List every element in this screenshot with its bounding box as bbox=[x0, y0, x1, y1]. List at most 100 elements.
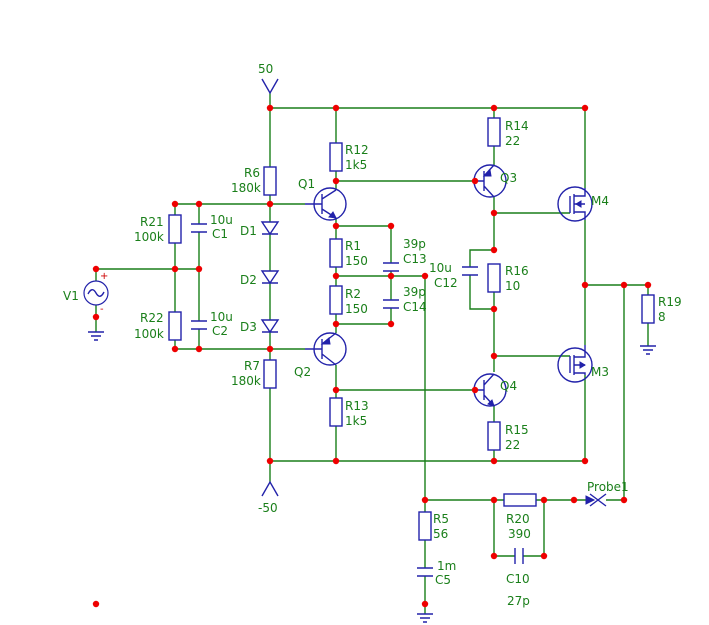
c1-ref-label: C1 bbox=[212, 227, 228, 241]
q2-label: Q2 bbox=[294, 365, 311, 379]
probe-marker[interactable] bbox=[585, 493, 607, 507]
junction-dot bbox=[171, 200, 179, 208]
m4-label: M4 bbox=[591, 194, 609, 208]
junction-dot bbox=[171, 265, 179, 273]
v1-label: V1 bbox=[63, 289, 79, 303]
c5-value-label: 1m bbox=[437, 559, 456, 573]
v1-plus-label: + bbox=[100, 271, 108, 282]
diode-d3 bbox=[260, 319, 280, 334]
r21-ref-label: R21 bbox=[140, 215, 164, 229]
junction-dot bbox=[332, 177, 340, 185]
junction-dot bbox=[195, 265, 203, 273]
junction-dot bbox=[490, 457, 498, 465]
c13-value-label: 39p bbox=[403, 237, 426, 251]
junction-dot bbox=[92, 600, 100, 608]
probe1-label: Probe1 bbox=[587, 480, 629, 494]
capacitor-c13 bbox=[383, 262, 399, 272]
resistor-r5 bbox=[418, 511, 432, 541]
resistor-r6 bbox=[263, 166, 277, 196]
r21-value-label: 100k bbox=[134, 230, 164, 244]
r20-value-label: 390 bbox=[508, 527, 531, 541]
junction-dot bbox=[332, 386, 340, 394]
resistor-r22 bbox=[168, 311, 182, 341]
c10-ref-label: C10 bbox=[506, 572, 530, 586]
junction-dot bbox=[421, 272, 429, 280]
capacitor-c1 bbox=[191, 223, 207, 233]
junction-dot bbox=[540, 496, 548, 504]
d3-label: D3 bbox=[240, 320, 257, 334]
junction-dot bbox=[581, 457, 589, 465]
r22-ref-label: R22 bbox=[140, 311, 164, 325]
junction-dot bbox=[266, 104, 274, 112]
r1-ref-label: R1 bbox=[345, 239, 361, 253]
junction-dot bbox=[570, 496, 578, 504]
r15-value-label: 22 bbox=[505, 438, 520, 452]
junction-dot bbox=[171, 345, 179, 353]
r2-ref-label: R2 bbox=[345, 287, 361, 301]
junction-dot bbox=[490, 552, 498, 560]
resistor-r1 bbox=[329, 238, 343, 268]
junction-dot bbox=[266, 200, 274, 208]
negative-rail-label: -50 bbox=[258, 501, 278, 515]
resistor-r16 bbox=[487, 263, 501, 293]
junction-dot bbox=[332, 320, 340, 328]
transistor-q2 bbox=[305, 332, 347, 366]
diode-d1 bbox=[260, 221, 280, 236]
junction-dot bbox=[332, 104, 340, 112]
capacitor-c10 bbox=[514, 548, 524, 564]
r7-value-label: 180k bbox=[231, 374, 261, 388]
junction-dots bbox=[92, 104, 652, 608]
r1-value-label: 150 bbox=[345, 254, 368, 268]
junction-dot bbox=[387, 222, 395, 230]
c12-value-label: 10u bbox=[429, 261, 452, 275]
junction-dot bbox=[471, 177, 479, 185]
junction-dot bbox=[490, 496, 498, 504]
mosfet-m4 bbox=[557, 186, 593, 222]
wires bbox=[95, 93, 649, 614]
junction-dot bbox=[266, 457, 274, 465]
resistor-r2 bbox=[329, 285, 343, 315]
positive-rail-label: 50 bbox=[258, 62, 273, 76]
c12-ref-label: C12 bbox=[434, 276, 458, 290]
resistor-r21 bbox=[168, 214, 182, 244]
junction-dot bbox=[421, 600, 429, 608]
r5-ref-label: R5 bbox=[433, 512, 449, 526]
r20-ref-label: R20 bbox=[506, 512, 530, 526]
junction-dot bbox=[490, 305, 498, 313]
r13-ref-label: R13 bbox=[345, 399, 369, 413]
r13-value-label: 1k5 bbox=[345, 414, 367, 428]
junction-dot bbox=[471, 386, 479, 394]
r16-value-label: 10 bbox=[505, 279, 520, 293]
mosfet-m3 bbox=[557, 345, 593, 383]
junction-dot bbox=[195, 200, 203, 208]
r15-ref-label: R15 bbox=[505, 423, 529, 437]
c14-value-label: 39p bbox=[403, 285, 426, 299]
capacitor-c2 bbox=[191, 320, 207, 330]
junction-dot bbox=[581, 104, 589, 112]
r5-value-label: 56 bbox=[433, 527, 448, 541]
voltage-source-v1: + - V1 bbox=[63, 271, 109, 341]
resistor-r15 bbox=[487, 421, 501, 451]
junction-dot bbox=[490, 352, 498, 360]
q1-label: Q1 bbox=[298, 177, 315, 191]
junction-dot bbox=[195, 345, 203, 353]
resistor-r7 bbox=[263, 359, 277, 389]
r14-ref-label: R14 bbox=[505, 119, 529, 133]
resistors bbox=[168, 117, 655, 541]
junction-dot bbox=[644, 281, 652, 289]
junction-dot bbox=[540, 552, 548, 560]
r19-ref-label: R19 bbox=[658, 295, 682, 309]
capacitor-c14 bbox=[383, 299, 399, 309]
capacitors bbox=[191, 223, 524, 577]
junction-dot bbox=[266, 345, 274, 353]
d2-label: D2 bbox=[240, 273, 257, 287]
junction-dot bbox=[421, 496, 429, 504]
junction-dot bbox=[620, 281, 628, 289]
junction-dot bbox=[332, 457, 340, 465]
junction-dot bbox=[620, 496, 628, 504]
r22-value-label: 100k bbox=[134, 327, 164, 341]
resistor-r12 bbox=[329, 142, 343, 172]
c13-ref-label: C13 bbox=[403, 252, 427, 266]
r7-ref-label: R7 bbox=[244, 359, 260, 373]
